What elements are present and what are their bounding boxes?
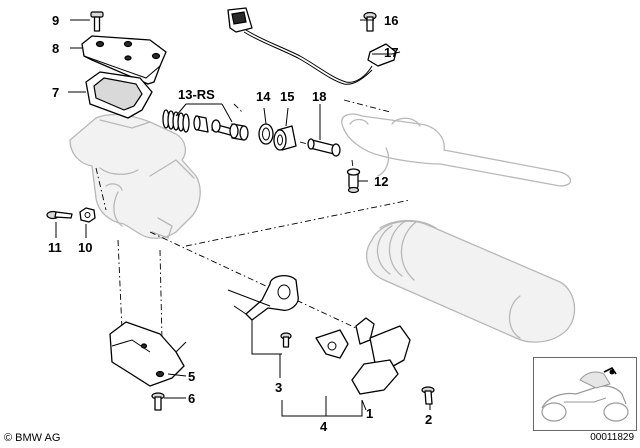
motorcycle-location-inset (533, 357, 637, 431)
callout-6: 6 (188, 391, 195, 406)
part-6-screw (151, 392, 165, 411)
part-18-pin (307, 138, 341, 157)
callout-labels: 9 8 7 13-RS 14 15 18 12 16 17 11 10 5 6 … (48, 13, 432, 434)
callout-18: 18 (312, 89, 326, 104)
callout-5: 5 (188, 369, 195, 384)
part-11-screw (46, 210, 73, 220)
part-13-spring-assembly (162, 109, 249, 141)
part-1-covers (315, 317, 411, 395)
callout-14: 14 (256, 89, 271, 104)
diagram-code: 00011829 (590, 432, 634, 443)
motorcycle-icon (541, 366, 629, 422)
part-15-bushing (273, 125, 297, 151)
part-9-screw (90, 11, 104, 32)
callout-11: 11 (48, 240, 62, 255)
part-16-screw (363, 11, 377, 32)
ghost-lever (341, 113, 572, 187)
part-2-screw (421, 386, 435, 405)
part-12-bolt (346, 168, 361, 194)
part-10-nut (79, 207, 96, 223)
callout-4: 4 (320, 419, 328, 434)
callout-7: 7 (52, 85, 59, 100)
callout-9: 9 (52, 13, 59, 28)
assembly-axis-lines (95, 99, 411, 341)
part-14-ring (258, 123, 274, 145)
ghost-handlebar-grip (366, 219, 576, 343)
callout-13-rs: 13-RS (178, 87, 215, 102)
part-7-seal (85, 71, 153, 119)
callout-17: 17 (384, 45, 398, 60)
callout-1: 1 (366, 406, 373, 421)
callout-2: 2 (425, 412, 432, 427)
copyright-brand: © BMW AG (4, 432, 61, 444)
part-3-switch-plate (227, 274, 299, 348)
brand-name: BMW AG (15, 432, 61, 444)
part-8-cover-plate (81, 35, 167, 85)
ghost-switch-housing (69, 113, 201, 239)
callout-8: 8 (52, 41, 59, 56)
callout-15: 15 (280, 89, 294, 104)
callout-12: 12 (374, 174, 388, 189)
leader-lines (55, 19, 431, 417)
part-17-switch-cable (227, 7, 397, 85)
callout-3: 3 (275, 380, 282, 395)
callout-10: 10 (78, 240, 92, 255)
part-5-bracket (109, 321, 187, 387)
callout-16: 16 (384, 13, 398, 28)
